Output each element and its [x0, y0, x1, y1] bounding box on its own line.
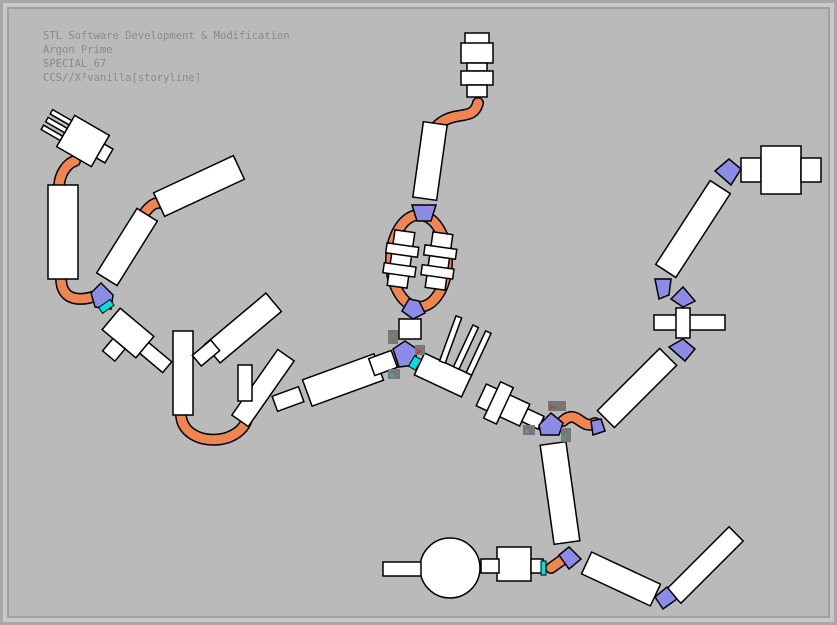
- module-top-left-dock[interactable]: [38, 104, 118, 171]
- module-upper-joint[interactable]: [191, 338, 221, 368]
- module-top-dock[interactable]: [460, 32, 494, 98]
- svg-text:»›: »›: [548, 403, 557, 413]
- svg-text:>: >: [415, 347, 423, 357]
- dock-cyan-marker: [97, 298, 115, 314]
- module-left-l-shape[interactable]: [92, 307, 177, 389]
- station-label: SPECIAL_67: [43, 58, 107, 70]
- module-south-link[interactable]: [480, 558, 500, 574]
- module-solar-station[interactable]: [413, 310, 493, 398]
- green-chevron-marker: v: [561, 428, 571, 443]
- module-top-tube[interactable]: [411, 120, 449, 202]
- version-label: CCS//X³vanilla[storyline]: [43, 72, 202, 84]
- hub[interactable]: [713, 158, 742, 187]
- cyan-chevron-marker: «: [388, 369, 400, 381]
- module-right-tube[interactable]: [596, 347, 678, 429]
- hub[interactable]: [590, 418, 606, 436]
- module-cross-left[interactable]: [381, 229, 420, 289]
- module-center-neck[interactable]: [398, 318, 422, 340]
- module-left-small[interactable]: [237, 364, 253, 402]
- module-south-box[interactable]: [496, 546, 532, 582]
- module-far-left-tube[interactable]: [47, 184, 79, 280]
- module-cross-right[interactable]: [419, 231, 458, 291]
- module-south-tube[interactable]: [539, 440, 581, 546]
- module-south-east-tube[interactable]: [580, 551, 662, 607]
- module-sphere[interactable]: [419, 537, 481, 599]
- module-left-joint[interactable]: [271, 385, 305, 413]
- svg-text:v: v: [561, 432, 567, 443]
- hub[interactable]: [654, 585, 679, 611]
- svg-text:«: «: [524, 427, 530, 437]
- company-label: STL Software Development & Modification: [43, 30, 290, 42]
- red-chevron-marker: >: [415, 345, 425, 357]
- module-right-stem[interactable]: [675, 307, 691, 339]
- module-cross-factory[interactable]: [473, 377, 550, 441]
- svg-text:^: ^: [388, 332, 397, 345]
- station-diagram: ^ v > »› « «: [38, 32, 822, 611]
- red-chevron-marker: »›: [548, 401, 566, 413]
- module-left-mid-tube[interactable]: [95, 207, 159, 287]
- cyan-chevron-marker: «: [523, 425, 535, 437]
- hub[interactable]: [669, 285, 697, 308]
- module-left-upper-tube[interactable]: [152, 154, 246, 218]
- dock-cyan-marker: [540, 560, 547, 576]
- svg-text:«: «: [389, 371, 395, 381]
- sector-label: Argon Prime: [43, 44, 113, 56]
- hub[interactable]: [401, 298, 427, 320]
- module-south-arm[interactable]: [382, 561, 422, 577]
- green-chevron-marker: ^: [388, 330, 398, 345]
- hub[interactable]: [667, 338, 697, 363]
- module-left-diagonal[interactable]: [230, 348, 296, 428]
- station-info: STL Software Development & Modification …: [43, 29, 290, 85]
- module-upper-right-tube[interactable]: [654, 179, 732, 279]
- dock-cyan-marker: [407, 355, 423, 371]
- hub[interactable]: [557, 545, 583, 571]
- module-far-south-east-tube[interactable]: [665, 525, 745, 605]
- module-vertical[interactable]: [172, 330, 194, 416]
- hub[interactable]: [410, 204, 438, 222]
- hub[interactable]: [654, 278, 672, 301]
- module-right-dock[interactable]: [740, 145, 822, 195]
